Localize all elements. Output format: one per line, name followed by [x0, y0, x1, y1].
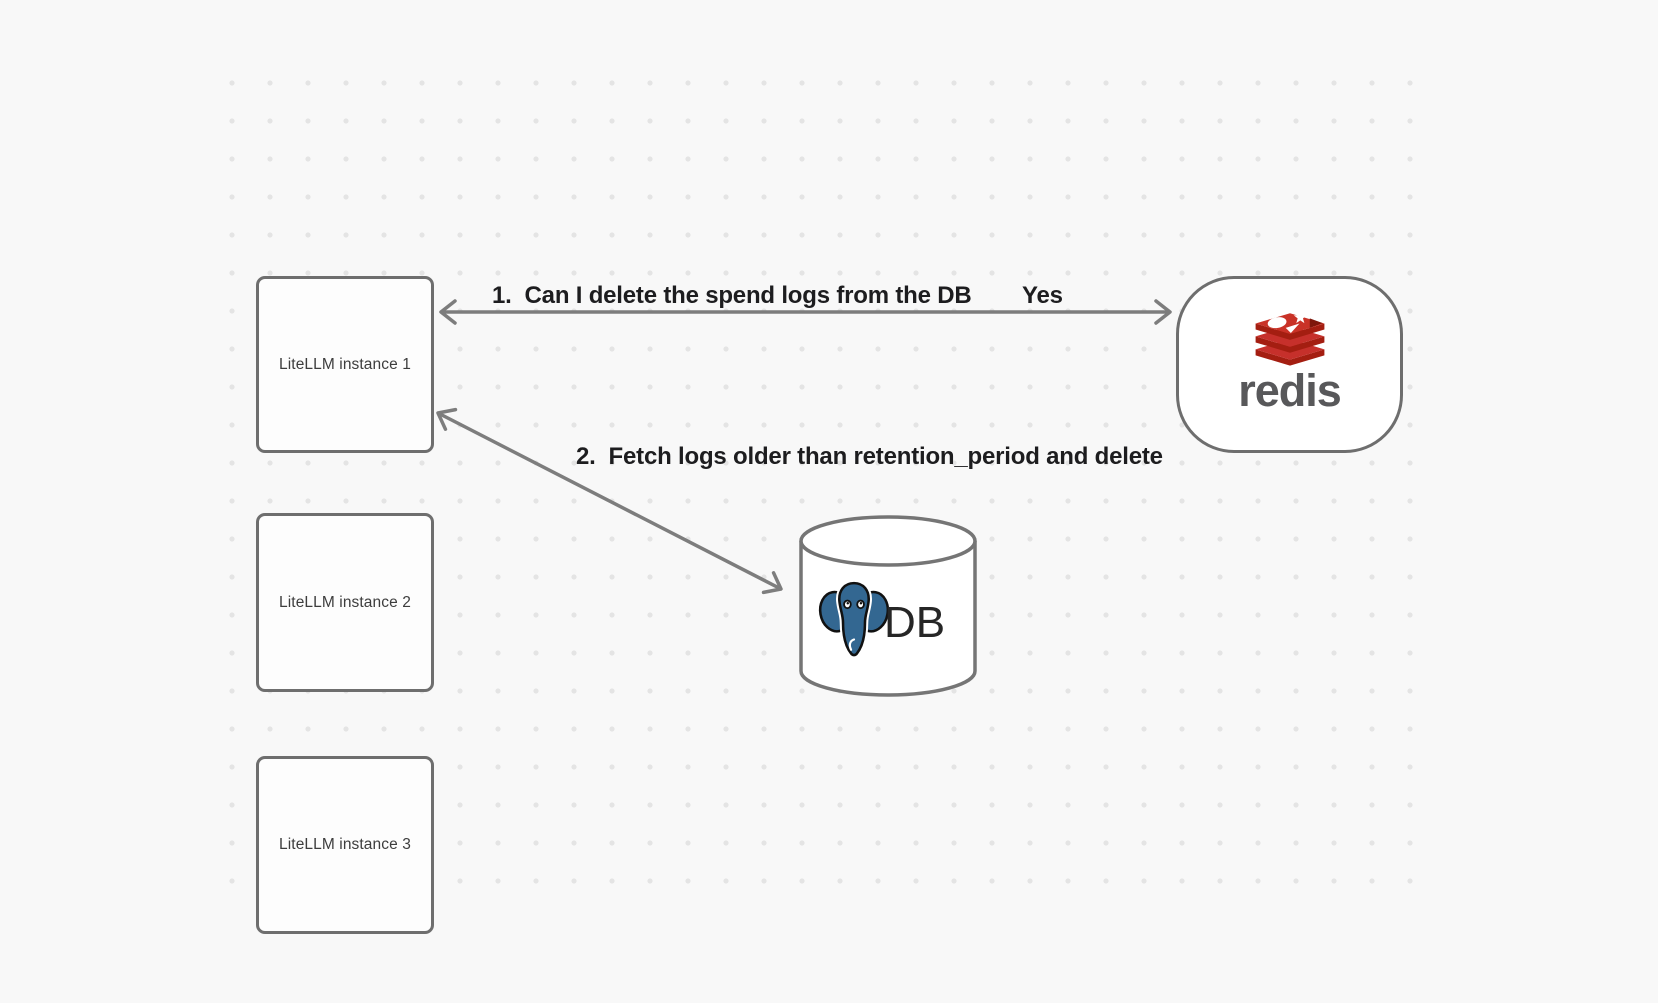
node-label: LiteLLM instance 3 [279, 836, 411, 853]
node-litellm-instance-2[interactable]: LiteLLM instance 2 [256, 513, 434, 692]
redis-wordmark: redis [1238, 365, 1342, 416]
node-db-cylinder[interactable] [798, 513, 978, 699]
edge-fetch-logs-label: 2. Fetch logs older than retention_perio… [576, 443, 1163, 470]
edge-fetch-logs-arrow[interactable] [436, 407, 783, 595]
edge-response-yes: Yes [1022, 282, 1063, 309]
db-label: DB [884, 598, 946, 647]
edge-spend-logs-label: 1. Can I delete the spend logs from the … [492, 282, 972, 309]
node-litellm-instance-3[interactable]: LiteLLM instance 3 [256, 756, 434, 934]
node-label: LiteLLM instance 1 [279, 355, 411, 373]
node-litellm-instance-1[interactable]: LiteLLM instance 1 [256, 276, 434, 453]
node-redis[interactable]: redis [1176, 276, 1403, 453]
postgresql-logo-icon [818, 579, 890, 659]
redis-logo-icon [1255, 310, 1324, 366]
node-label: LiteLLM instance 2 [279, 593, 411, 611]
